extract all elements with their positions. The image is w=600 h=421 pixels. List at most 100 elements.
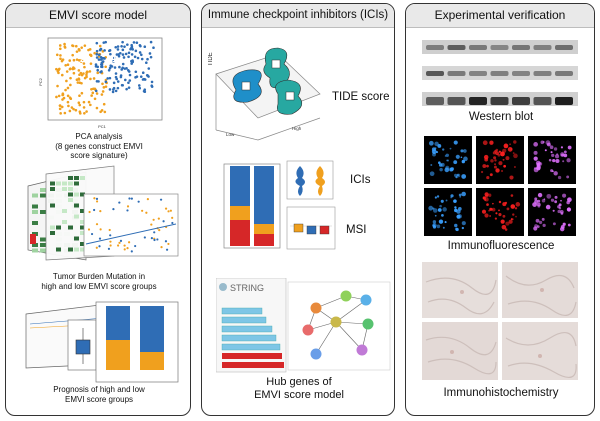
pca-caption: PCA analysis (8 genes construct EMVI sco… <box>16 132 182 161</box>
fluorescent-cell <box>456 214 461 219</box>
tmb-point <box>95 197 99 200</box>
blot-band <box>555 71 573 76</box>
heatmap-cell <box>74 203 79 208</box>
pca-point <box>72 107 75 111</box>
blot-band <box>469 71 487 76</box>
heatmap-cell <box>40 210 46 214</box>
pca-point <box>102 41 106 44</box>
fluorescent-cell <box>500 219 505 224</box>
fluorescent-cell <box>512 152 515 154</box>
fluorescent-cell <box>515 215 517 218</box>
pca-point <box>59 47 62 51</box>
fluorescent-cell <box>545 204 551 210</box>
pca-point <box>123 67 127 70</box>
fluorescent-cell <box>485 194 489 198</box>
fluorescent-cell <box>563 150 567 154</box>
fluorescent-cell <box>535 218 540 223</box>
pca-point <box>138 51 142 54</box>
pca-point <box>121 48 125 52</box>
fluorescent-cell <box>489 215 491 217</box>
pca-point <box>103 49 106 52</box>
fluorescent-cell <box>494 159 497 162</box>
fluorescent-cell <box>486 203 489 206</box>
tmb-point <box>164 240 168 243</box>
pca-point <box>95 49 99 53</box>
fluorescent-cell <box>498 161 503 166</box>
blot-band <box>447 45 466 50</box>
fluorescent-cell <box>550 198 555 202</box>
fluorescent-cell <box>511 218 514 221</box>
fluorescent-cell <box>562 160 565 163</box>
fluorescent-cell <box>461 221 466 226</box>
pca-point <box>106 77 109 80</box>
blot-band <box>426 71 444 76</box>
heatmap-cell <box>74 214 79 219</box>
fluorescent-cell <box>458 207 462 211</box>
pca-point <box>119 51 122 55</box>
pca-point <box>100 109 104 112</box>
pca-point <box>87 100 91 104</box>
fluorescent-cell <box>488 193 492 197</box>
pca-point <box>114 45 118 49</box>
pca-point <box>60 73 64 77</box>
pca-point <box>150 85 154 88</box>
pca-point <box>101 82 104 86</box>
heatmap-cell <box>80 176 85 180</box>
fluorescent-cell <box>489 140 494 145</box>
heatmap-cell <box>32 193 38 198</box>
tmb-point <box>118 241 121 244</box>
pca-point <box>108 49 112 52</box>
fluorescent-cell <box>498 212 502 217</box>
heatmap-cell <box>62 209 67 213</box>
pca-point <box>78 73 81 77</box>
fluorescent-cell <box>459 196 461 198</box>
pca-point <box>58 44 62 47</box>
fluorescent-cell <box>489 173 493 177</box>
pca-point <box>116 80 120 83</box>
panel-title: Experimental verification <box>406 4 594 28</box>
pca-point <box>135 75 139 78</box>
fluorescent-cell <box>533 150 538 155</box>
tmb-point <box>160 245 163 249</box>
heatmap-cell <box>80 231 85 235</box>
tmb-point <box>143 236 146 239</box>
tmb-point <box>99 228 102 231</box>
pca-point <box>152 46 155 50</box>
pca-point <box>83 111 86 115</box>
fluorescent-cell <box>437 208 442 212</box>
fluorescent-cell <box>490 159 494 163</box>
fluorescent-cell <box>537 204 541 208</box>
tmb-point <box>98 245 101 248</box>
pca-point <box>149 55 153 59</box>
heatmap-cell <box>40 188 46 192</box>
tmb-point <box>137 200 140 203</box>
fluorescent-cell <box>533 156 538 161</box>
heatmap-cell <box>50 187 55 191</box>
pca-point <box>124 52 128 56</box>
pca-point <box>141 71 145 75</box>
pca-point <box>118 65 121 69</box>
prognosis-caption-line: Prognosis of high and low <box>53 385 145 394</box>
pca-point <box>75 78 79 81</box>
tmb-point <box>171 216 174 219</box>
pca-scatter-plot: 2 1 PC1 PC2 <box>38 37 163 129</box>
fluorescent-cell <box>453 140 458 145</box>
hub-genes-label: Hub genes of EMVI score model <box>206 376 392 402</box>
pca-point <box>114 72 118 75</box>
tmb-point <box>119 239 123 242</box>
heatmap-cell <box>62 187 67 191</box>
western-blot-image <box>422 40 578 106</box>
fluorescent-cell <box>502 214 506 218</box>
fluorescent-cell <box>541 217 545 221</box>
fluorescent-cell <box>505 221 510 226</box>
pca-point <box>98 44 102 48</box>
fluorescent-cell <box>442 148 445 151</box>
pca-point <box>75 50 79 53</box>
blot-band <box>512 71 530 76</box>
fluorescent-cell <box>504 201 508 205</box>
tmb-point <box>130 250 133 253</box>
pca-point <box>63 45 67 48</box>
pca-point <box>63 42 66 46</box>
pca-point <box>102 56 105 60</box>
fluorescent-cell <box>445 165 450 170</box>
